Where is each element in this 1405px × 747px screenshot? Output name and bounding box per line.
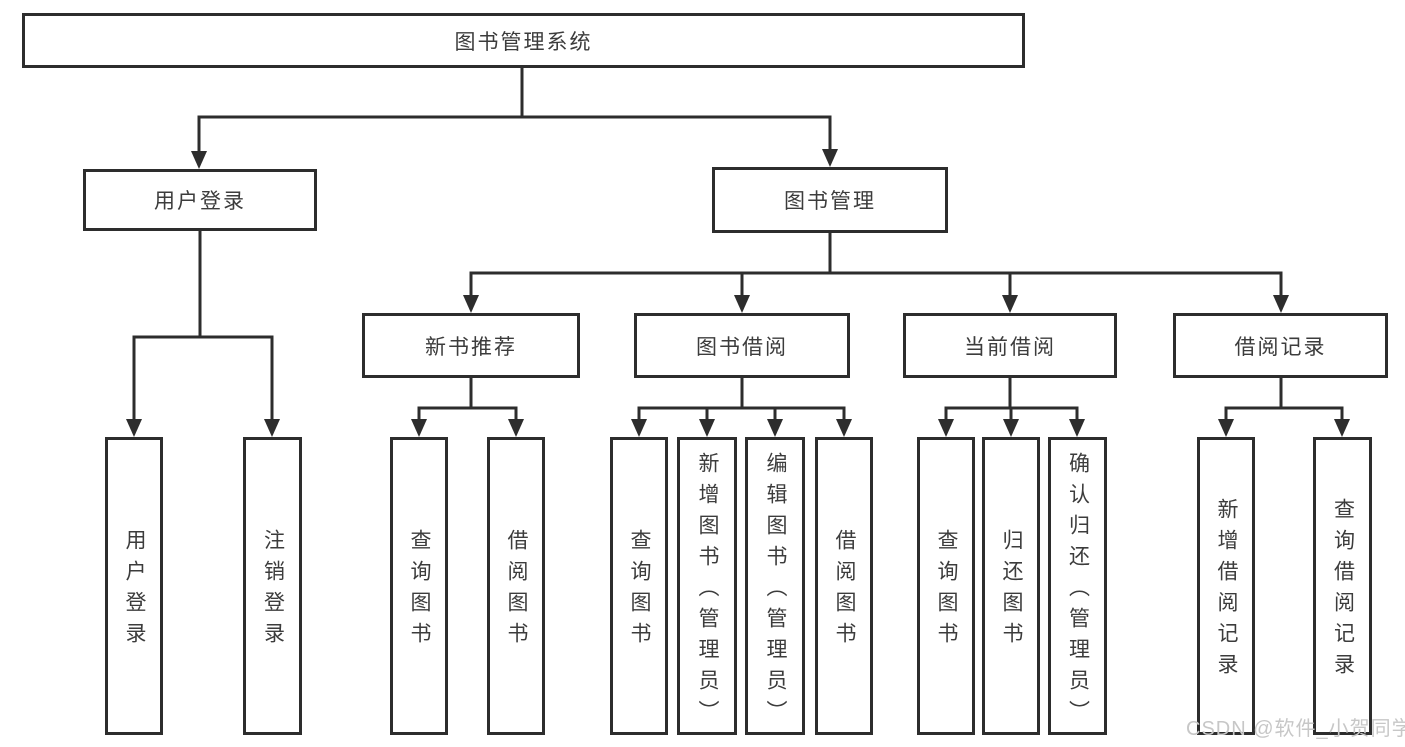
leaf-user-login: 用户登录 <box>105 437 163 735</box>
node-root-label: 图书管理系统 <box>454 30 593 54</box>
node-new-book-recommend-label: 新书推荐 <box>425 335 517 359</box>
leaf-bb-add-books-admin: 新增图书（管理员） <box>677 437 737 735</box>
leaf-nb-borrow-books-label: 借阅图书 <box>505 529 528 653</box>
leaf-br-query-record: 查询借阅记录 <box>1313 437 1372 735</box>
leaf-nb-query-books: 查询图书 <box>390 437 448 735</box>
node-borrow-records: 借阅记录 <box>1173 313 1388 378</box>
leaf-br-add-record: 新增借阅记录 <box>1197 437 1255 735</box>
leaf-logout-label: 注销登录 <box>261 529 285 653</box>
node-current-borrow-label: 当前借阅 <box>964 335 1056 359</box>
node-user-login-label: 用户登录 <box>154 190 246 213</box>
node-user-login: 用户登录 <box>83 169 317 231</box>
leaf-bb-edit-books-admin: 编辑图书（管理员） <box>745 437 805 735</box>
connector-lines <box>132 68 1344 421</box>
node-root: 图书管理系统 <box>22 13 1025 68</box>
node-new-book-recommend: 新书推荐 <box>362 313 580 378</box>
leaf-logout: 注销登录 <box>243 437 302 735</box>
node-current-borrow: 当前借阅 <box>903 313 1117 378</box>
leaf-bb-borrow-books: 借阅图书 <box>815 437 873 735</box>
node-book-borrow-label: 图书借阅 <box>696 335 788 359</box>
leaf-nb-query-books-label: 查询图书 <box>408 529 431 653</box>
leaf-bb-query-books: 查询图书 <box>610 437 668 735</box>
leaf-bb-query-books-label: 查询图书 <box>628 529 651 653</box>
node-book-borrow: 图书借阅 <box>634 313 850 378</box>
leaf-user-login-label: 用户登录 <box>123 529 146 653</box>
leaf-br-add-record-label: 新增借阅记录 <box>1215 498 1238 684</box>
node-book-management-label: 图书管理 <box>784 190 876 213</box>
watermark: CSDN @软件_小贺同学 <box>1186 718 1405 740</box>
leaf-bb-edit-books-admin-label: 编辑图书（管理员） <box>764 451 787 731</box>
leaf-bb-add-books-admin-label: 新增图书（管理员） <box>696 451 719 731</box>
leaf-br-query-record-label: 查询借阅记录 <box>1331 498 1355 684</box>
leaf-cb-return-books-label: 归还图书 <box>1000 529 1023 653</box>
leaf-nb-borrow-books: 借阅图书 <box>487 437 545 735</box>
leaf-cb-confirm-return-admin-label: 确认归还（管理员） <box>1066 451 1090 731</box>
arrowheads <box>126 149 1350 437</box>
leaf-cb-return-books: 归还图书 <box>982 437 1040 735</box>
leaf-cb-confirm-return-admin: 确认归还（管理员） <box>1048 437 1107 735</box>
leaf-cb-query-books-label: 查询图书 <box>935 529 958 653</box>
leaf-bb-borrow-books-label: 借阅图书 <box>833 529 856 653</box>
node-borrow-records-label: 借阅记录 <box>1234 335 1327 359</box>
node-book-management: 图书管理 <box>712 167 948 233</box>
leaf-cb-query-books: 查询图书 <box>917 437 975 735</box>
